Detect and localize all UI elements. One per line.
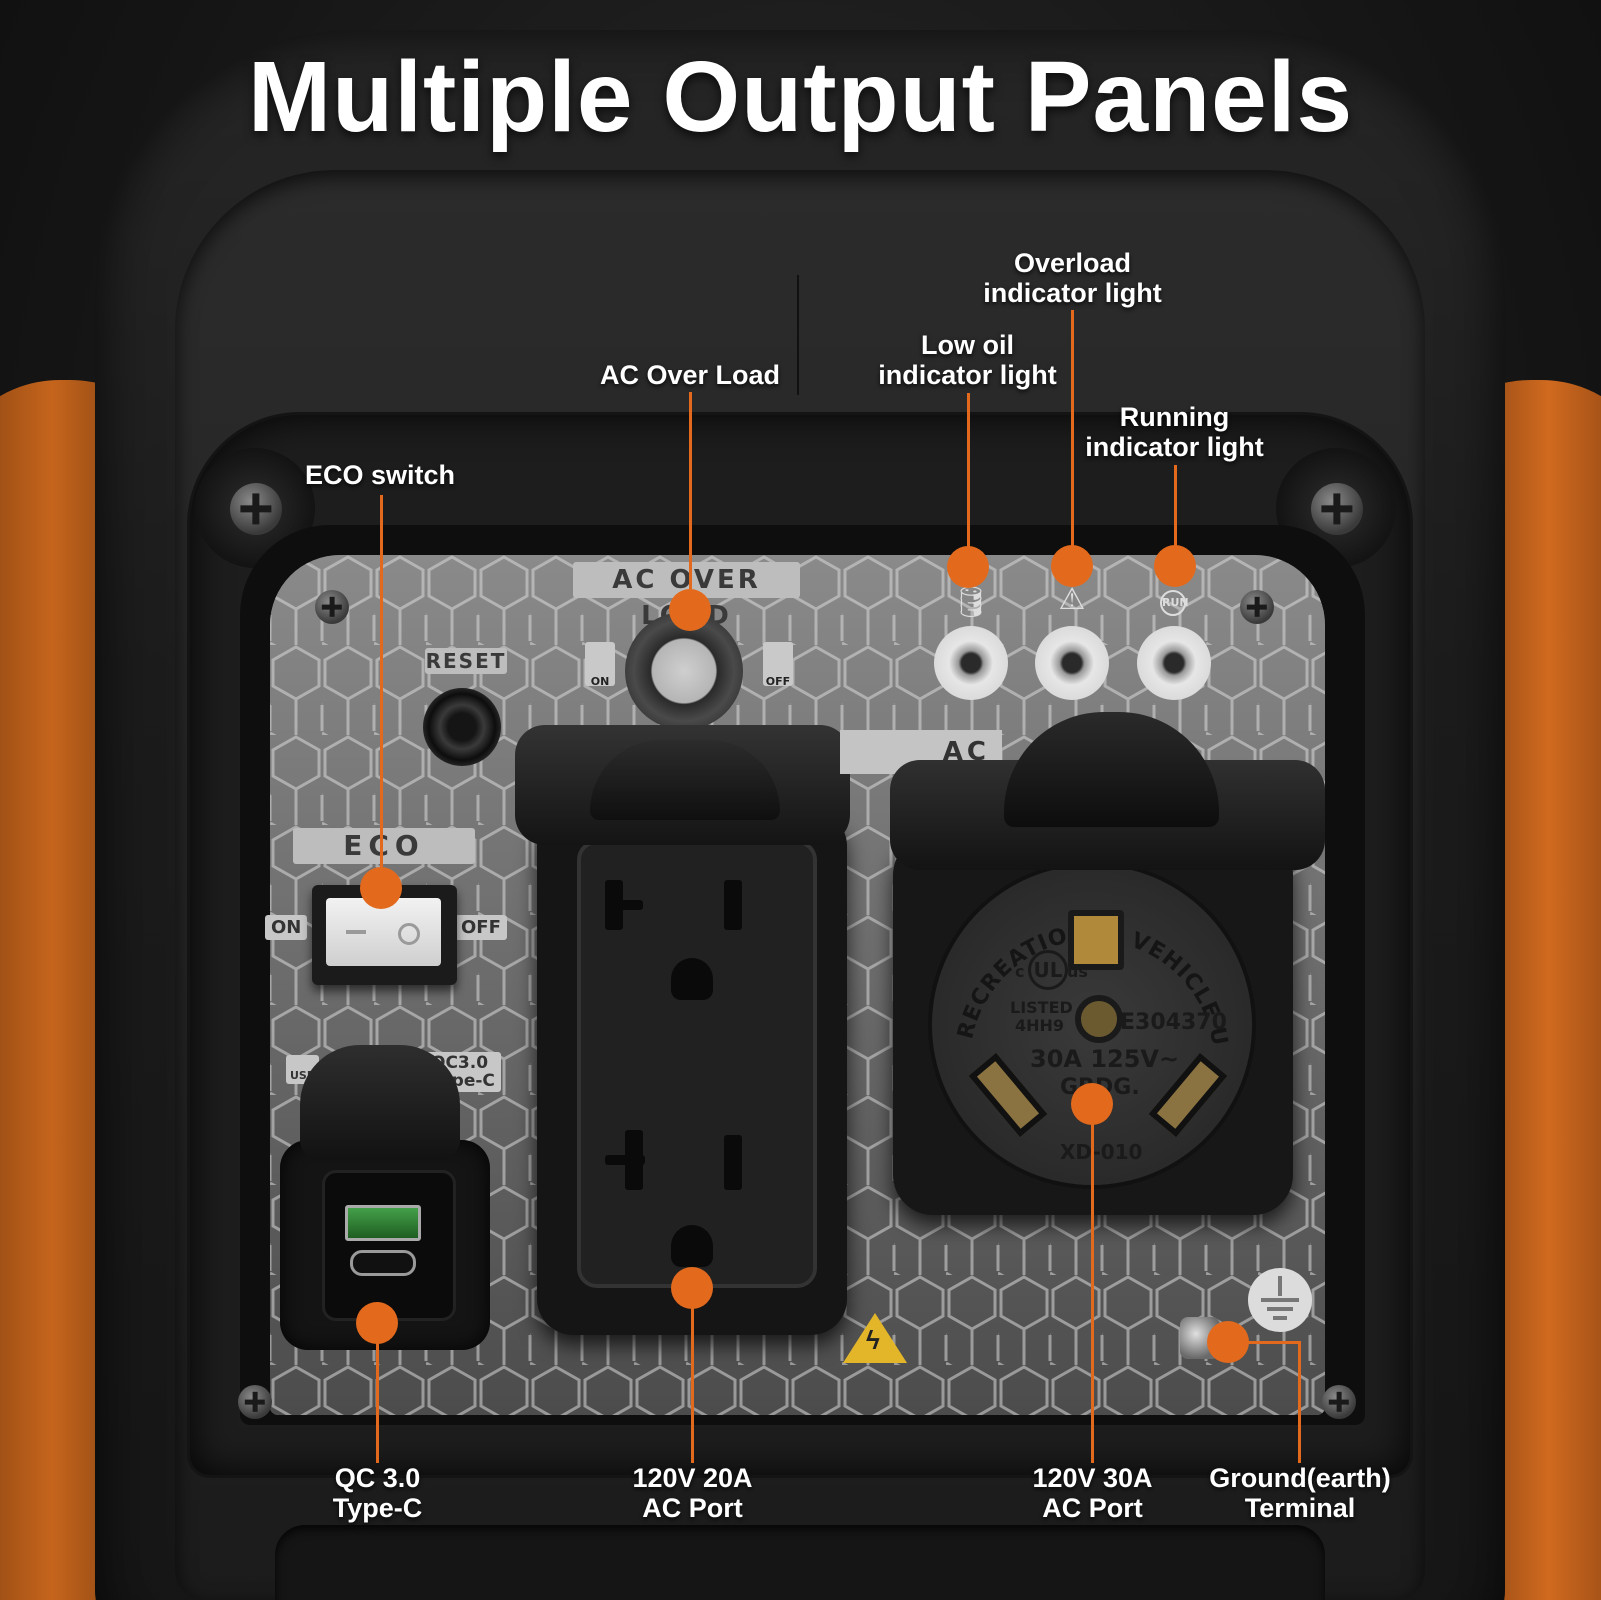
callout-qc3-line2: Type-C (332, 1493, 423, 1523)
ac30-center-pin (1075, 995, 1123, 1043)
acoverload-callout-dot (669, 589, 711, 631)
screw-icon (238, 1385, 272, 1419)
usb-port-recess (322, 1170, 456, 1321)
lowoil-callout-dot (947, 546, 989, 588)
breaker-off-tag: OFF (763, 642, 793, 688)
warning-icon: ⚠ (1058, 582, 1086, 617)
earth-bar (1267, 1307, 1293, 1311)
qc3-callout-dot (356, 1302, 398, 1344)
callout-ac-over-load: AC Over Load (599, 360, 781, 390)
callout-overload-line2: indicator light (983, 278, 1162, 308)
usb-dust-cap[interactable] (300, 1045, 460, 1160)
model-label: XD-010 (1060, 1140, 1143, 1164)
listed-code: 4HH9 (1015, 1016, 1065, 1035)
screw-icon (1311, 483, 1363, 535)
outlet-slot (605, 900, 643, 910)
callout-ac30-line2: AC Port (1042, 1493, 1143, 1523)
lowoil-leader-line (967, 393, 970, 567)
usb-a-qc3-port[interactable] (345, 1205, 421, 1241)
ground-callout-dot (1207, 1321, 1249, 1363)
on-dash-icon (346, 930, 366, 934)
ul-us: us (1067, 962, 1088, 981)
outlet-slot (724, 880, 742, 930)
cert-number: E304370 (1120, 1010, 1227, 1035)
overload-indicator-light (1035, 626, 1109, 700)
listed-label: LISTED (1010, 998, 1073, 1017)
callout-running-line1: Running (1119, 402, 1230, 432)
callout-qc3: QC 3.0 Type-C (300, 1463, 455, 1523)
ul-mark: UL (1028, 950, 1068, 990)
callout-ground-line2: Terminal (1244, 1493, 1356, 1523)
ac-overload-breaker[interactable] (625, 612, 743, 730)
callout-ac20-line2: AC Port (642, 1493, 743, 1523)
callout-ac20: 120V 20A AC Port (600, 1463, 785, 1523)
callout-ac30: 120V 30A AC Port (1000, 1463, 1185, 1523)
outlet-slot (605, 1155, 645, 1165)
callout-low-oil: Low oil indicator light (855, 330, 1080, 390)
ac20-leader-line (691, 1288, 694, 1463)
run-icon: RUN (1148, 590, 1198, 616)
earth-bar (1261, 1298, 1299, 1302)
reset-button[interactable] (423, 688, 501, 766)
usb-c-port[interactable] (350, 1250, 416, 1276)
callout-overload: Overload indicator light (960, 248, 1185, 308)
off-circle-icon (398, 923, 420, 945)
run-label: RUN (1160, 590, 1189, 616)
eco-leader-line (380, 495, 383, 888)
earth-bar (1273, 1316, 1287, 1320)
low-oil-indicator-light (934, 626, 1008, 700)
ground-leader-line (1298, 1341, 1301, 1463)
ac20-cover-flap[interactable] (590, 740, 780, 820)
callout-ac20-line1: 120V 20A (632, 1463, 753, 1493)
eco-callout-dot (360, 867, 402, 909)
rating-label: 30A 125V~ (1030, 1045, 1180, 1073)
electric-warning-icon (843, 1313, 907, 1363)
eco-on-label: ON (265, 915, 308, 940)
ac30-leader-line (1091, 1104, 1094, 1463)
ul-c: c (1015, 962, 1025, 981)
callout-running: Running indicator light (1062, 402, 1287, 462)
callout-low-oil-line2: indicator light (878, 360, 1057, 390)
running-indicator-light (1137, 626, 1211, 700)
ac20-callout-dot (671, 1267, 713, 1309)
housing-seam (797, 275, 799, 395)
screw-icon (315, 590, 349, 624)
lightning-bolt-icon: ϟ (866, 1325, 880, 1355)
acoverload-leader-line (689, 392, 692, 610)
overload-callout-dot (1051, 545, 1093, 587)
callout-ground: Ground(earth) Terminal (1195, 1463, 1405, 1523)
reset-label: RESET (425, 648, 507, 674)
earth-ground-icon (1248, 1268, 1312, 1332)
breaker-on-tag: ON (585, 642, 615, 688)
callout-ac30-line1: 120V 30A (1032, 1463, 1153, 1493)
ac30-callout-dot (1071, 1083, 1113, 1125)
screw-icon (230, 483, 282, 535)
outlet-slot (724, 1135, 742, 1190)
screw-icon (1322, 1385, 1356, 1419)
callout-low-oil-line1: Low oil (921, 330, 1014, 360)
bottom-vent-slot (275, 1525, 1325, 1600)
running-callout-dot (1154, 545, 1196, 587)
overload-leader-line (1071, 310, 1074, 566)
callout-running-line2: indicator light (1085, 432, 1264, 462)
screw-icon (1240, 590, 1274, 624)
eco-off-label: OFF (455, 915, 507, 940)
running-leader-line (1174, 465, 1177, 566)
ground-leader-horizontal (1228, 1341, 1300, 1344)
outlet-ground-hole (671, 1225, 713, 1267)
page-title: Multiple Output Panels (247, 41, 1354, 153)
oil-can-icon: 🛢 (951, 585, 991, 620)
outlet-ground-hole (671, 958, 713, 1000)
callout-eco-switch: ECO switch (304, 460, 456, 490)
ac30-ground-slot (1068, 910, 1124, 970)
eco-switch[interactable] (326, 898, 441, 966)
callout-qc3-line1: QC 3.0 (334, 1463, 421, 1493)
eco-label: ECO (293, 828, 475, 864)
qc3-leader-line (376, 1323, 379, 1463)
callout-ground-line1: Ground(earth) (1209, 1463, 1391, 1493)
callout-overload-line1: Overload (1013, 248, 1132, 278)
